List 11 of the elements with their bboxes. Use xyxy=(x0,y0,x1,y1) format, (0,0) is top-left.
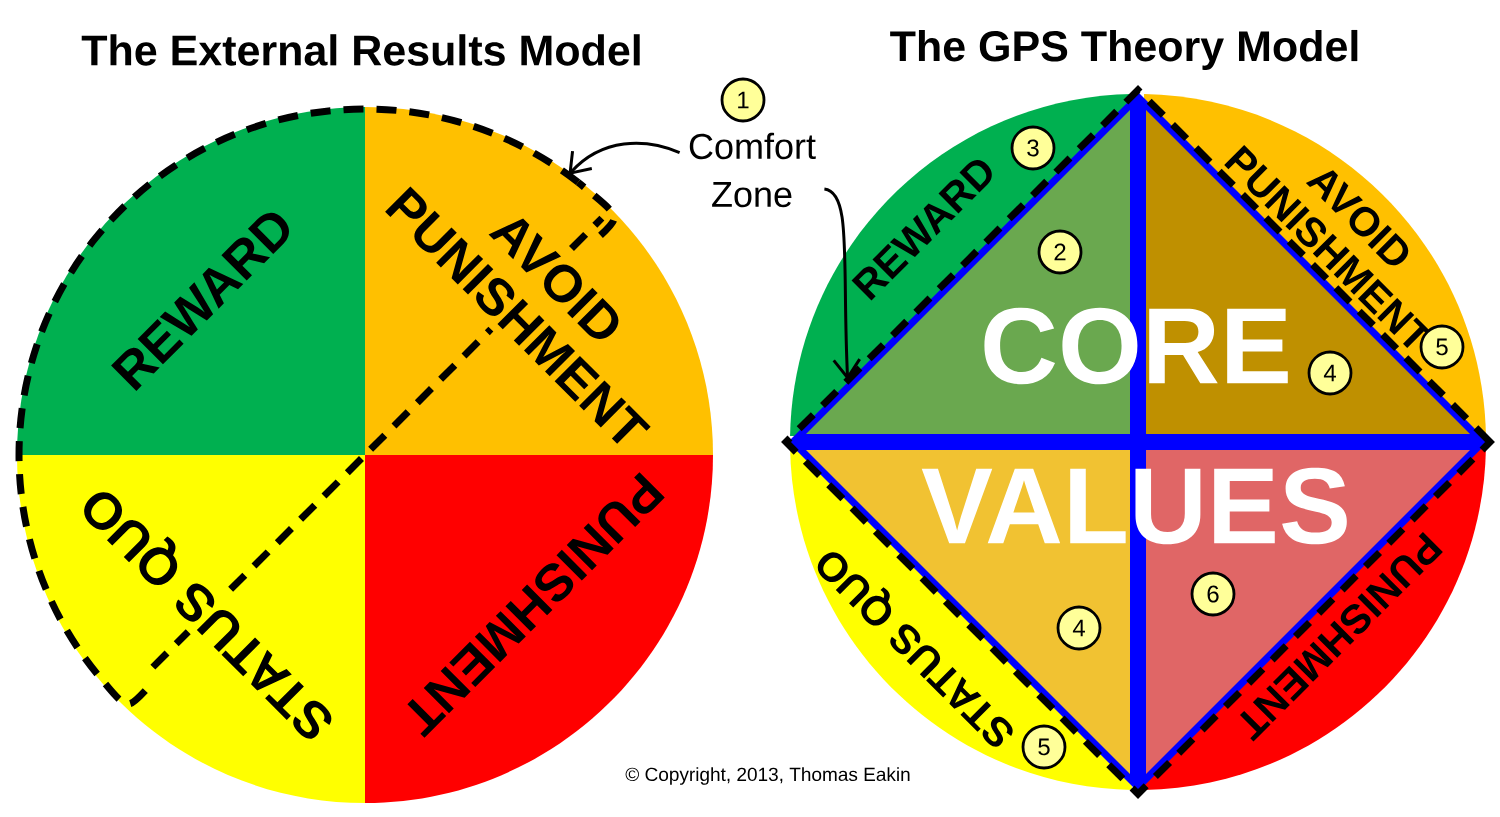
heading: The External Results Model xyxy=(81,34,640,66)
callout-number: 3 xyxy=(1010,125,1056,171)
callout-number: 2 xyxy=(1037,229,1083,275)
curved-arrow xyxy=(823,187,861,381)
callout-number: 6 xyxy=(1190,571,1236,617)
curved-arrow xyxy=(568,141,681,176)
callout-number: 4 xyxy=(1056,605,1102,651)
callout-number: 1 xyxy=(720,77,766,123)
callout-number: 5 xyxy=(1021,724,1067,770)
callout-number: 4 xyxy=(1307,350,1353,396)
heading: The GPS Theory Model xyxy=(890,29,1358,71)
